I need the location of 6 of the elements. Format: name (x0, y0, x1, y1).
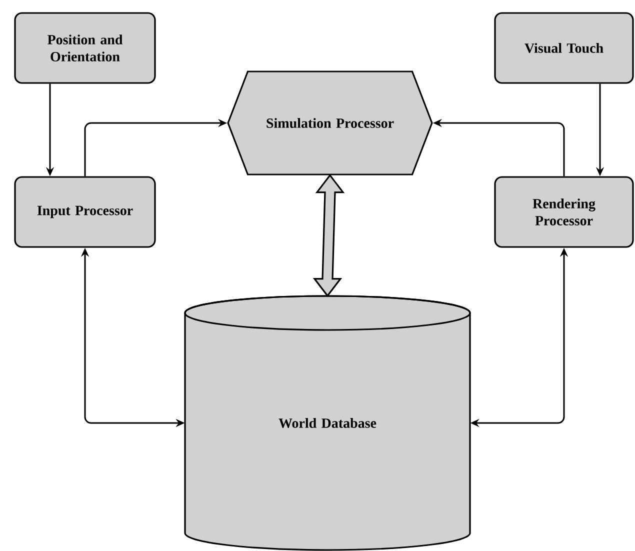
process-box: Input Processor (14, 176, 156, 248)
process-hexagon: Simulation Processor (227, 70, 433, 176)
database-cylinder: World Database (184, 295, 471, 551)
process-box: Position and Orientation (14, 12, 156, 84)
process-box: Rendering Processor (494, 176, 634, 248)
process-box: Visual Touch (494, 12, 634, 84)
